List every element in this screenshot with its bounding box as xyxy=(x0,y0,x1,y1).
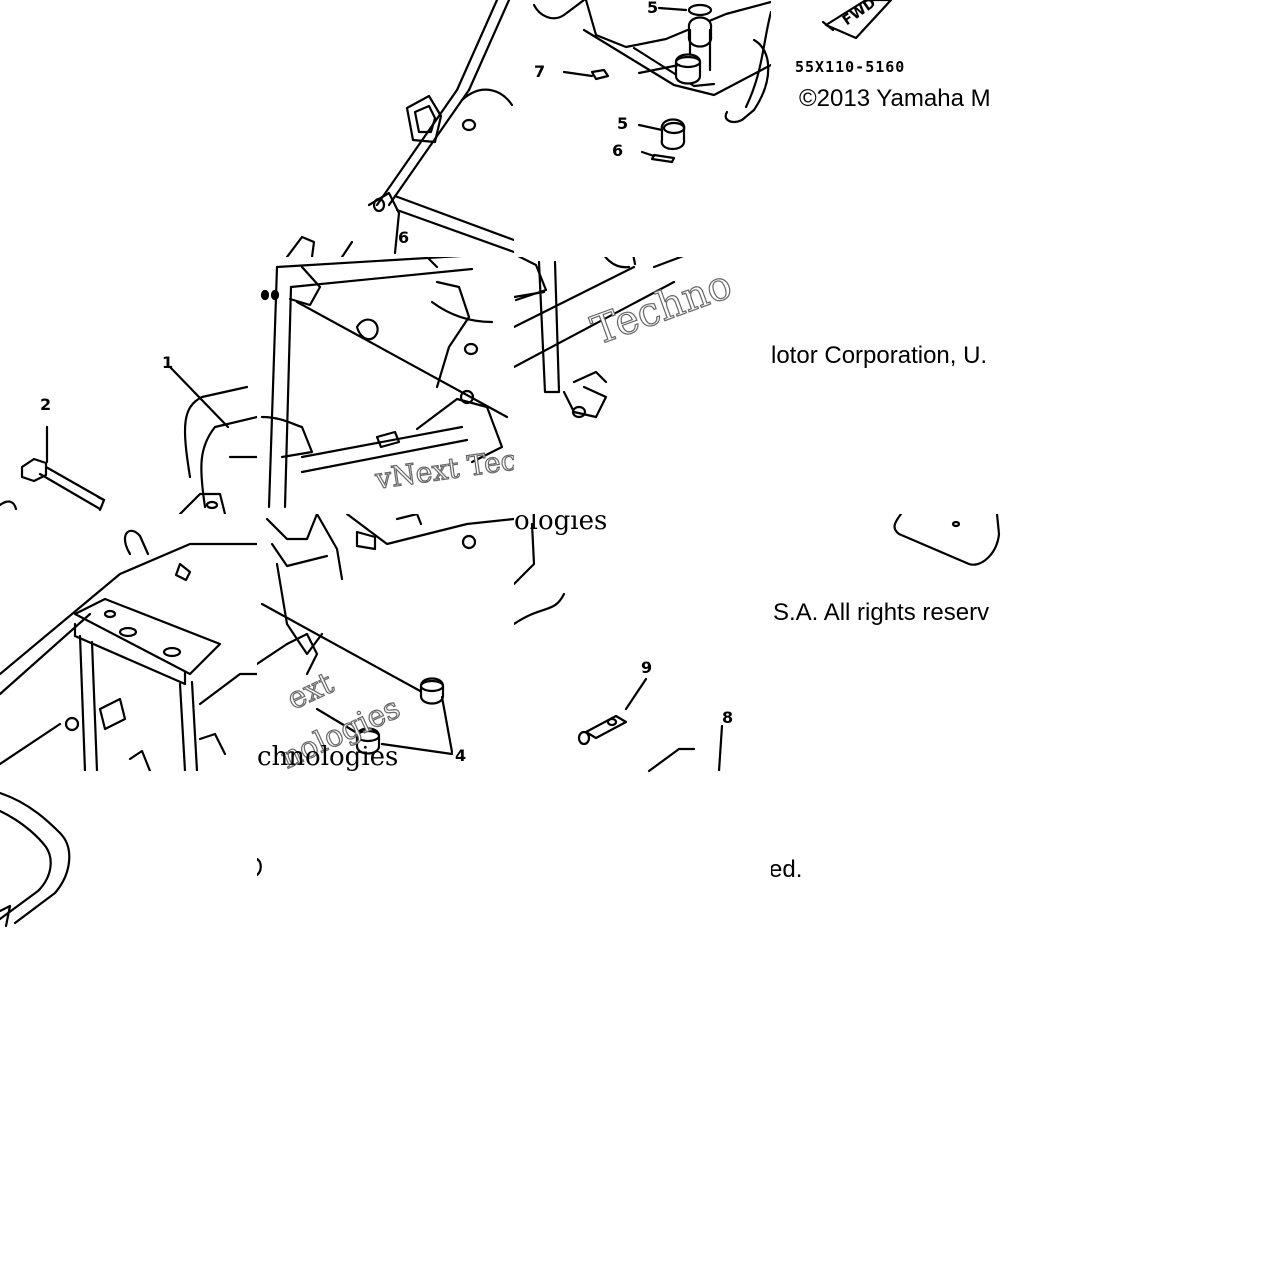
small-parts-drawing xyxy=(514,522,724,771)
callout-5-top: 5 xyxy=(647,0,659,17)
callout-4: 4 xyxy=(455,746,467,765)
diagram-tile-1-0: 3 1 2 xyxy=(0,257,257,514)
diagram-tile-0-1 xyxy=(257,0,514,257)
rear-carrier-drawing xyxy=(0,529,257,771)
frame-rear-bolts-drawing xyxy=(0,365,257,514)
callout-6-upper: 6 xyxy=(612,141,624,160)
callout-1: 1 xyxy=(162,353,174,372)
copyright-line-4: ved. xyxy=(771,856,803,883)
cover-plate-drawing xyxy=(893,514,1001,566)
diagram-tile-3-3: ved. xyxy=(771,771,1028,1028)
part-code: 55X110-5160 xyxy=(795,58,906,76)
diagram-tile-3-2 xyxy=(514,771,771,1028)
callout-8: 8 xyxy=(722,708,734,727)
watermark-ologies: ologies xyxy=(514,514,608,536)
callout-2: 2 xyxy=(40,395,52,414)
diagram-tile-2-0 xyxy=(0,514,257,771)
diagram-tile-2-1: 4 ext nologies chnologies xyxy=(257,514,514,771)
callout-9: 9 xyxy=(641,658,653,677)
lower-frame-edge-drawing xyxy=(257,857,262,877)
fwd-arrow-drawing xyxy=(821,0,893,40)
rear-grab-bar-drawing xyxy=(0,791,71,928)
copyright-line-1: ©2013 Yamaha M xyxy=(799,85,991,112)
diagram-tile-3-0 xyxy=(0,771,257,1028)
watermark-chnologies: chnologies xyxy=(257,742,399,771)
diagram-tile-1-1: vNext Tec xyxy=(257,257,514,514)
copyright-line-2: lotor Corporation, U. xyxy=(771,342,988,369)
front-crossmember-drawing xyxy=(532,0,771,164)
callout-5-lower: 5 xyxy=(617,114,629,133)
diagram-tile-3-1 xyxy=(257,771,514,1028)
diagram-tile-1-2: Techno xyxy=(514,257,771,514)
callout-6-mid: 6 xyxy=(398,228,410,247)
copyright-line-3: S.A. All rights reserv xyxy=(773,599,990,626)
front-bracket-drawing xyxy=(514,257,684,419)
mid-frame-bushings-drawing xyxy=(257,514,514,756)
diagram-tile-2-2: ologies 9 8 xyxy=(514,514,771,771)
diagram-tile-1-3: lotor Corporation, U. xyxy=(771,257,1028,514)
frame-top-strut-drawing xyxy=(285,0,514,257)
diagram-tile-2-3: S.A. All rights reserv xyxy=(771,514,1028,771)
main-frame-box-drawing xyxy=(260,257,509,509)
callout-7: 7 xyxy=(534,62,546,81)
diagram-tile-0-3: FWD 55X110-5160 ©2013 Yamaha M xyxy=(771,0,1028,257)
skid-plate-edge-drawing xyxy=(647,771,651,773)
diagram-tile-0-2: 5 7 5 6 xyxy=(514,0,771,257)
